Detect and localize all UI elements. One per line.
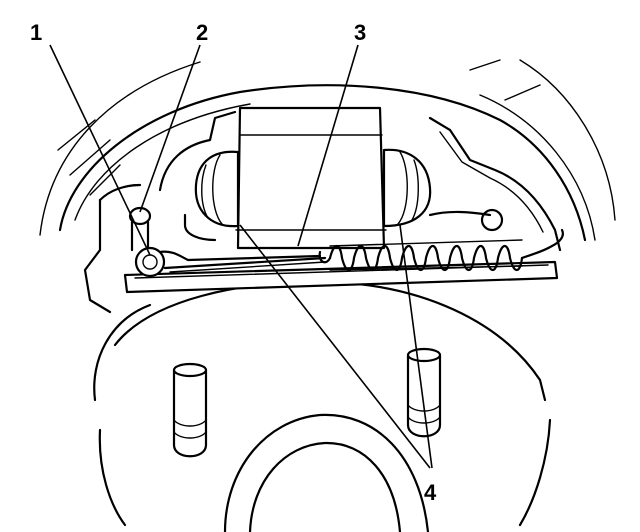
- shoe-web: [83, 110, 562, 314]
- wheel-cylinder: [194, 106, 432, 250]
- callout-4: 4: [424, 480, 437, 505]
- wheel-stud-left: [172, 362, 208, 458]
- backing-plate: [39, 59, 616, 242]
- wheel-stud-right: [406, 347, 442, 438]
- leader-2: [139, 44, 201, 213]
- leader-4a: [239, 224, 431, 469]
- retaining-pin: [128, 206, 152, 252]
- return-spring: [318, 228, 564, 272]
- callout-2: 2: [196, 20, 208, 45]
- leader-4b: [399, 224, 433, 469]
- leader-3: [297, 44, 359, 247]
- callout-1: 1: [30, 20, 42, 45]
- callout-3: 3: [354, 20, 366, 45]
- hub-drum: [93, 280, 552, 532]
- adjuster-clip: [134, 246, 322, 278]
- adjuster-cable: [163, 256, 327, 273]
- leader-1: [49, 44, 151, 256]
- leader-lines: [49, 44, 433, 469]
